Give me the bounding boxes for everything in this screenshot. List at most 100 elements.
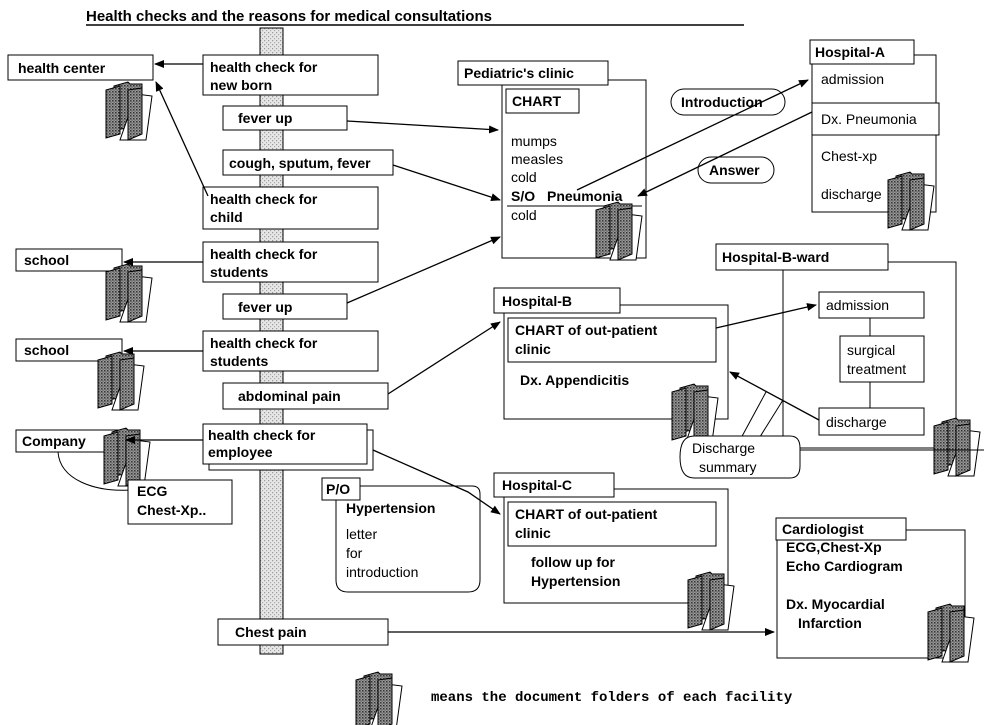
arrow-fever2-to-pediatric [346,236,501,304]
ward-surgical-label: surgical [847,342,895,358]
hospital-c-title-tab: Hospital-C [493,472,615,498]
hospital-b-ward-title: Hospital-B-ward [722,249,829,265]
diagram-title: Health checks and the reasons for medica… [86,8,492,25]
hospital-b-title-tab: Hospital-B [493,287,621,314]
event-abdominal-pain: abdominal pain [222,382,389,410]
hospital-c-chart-box: CHART of out-patient clinic [507,501,717,547]
hospital-c-title: Hospital-C [502,477,572,493]
hospital-b-chart-box: CHART of out-patient clinic [507,317,717,363]
cardiologist-test: Echo Cardiogram [786,558,903,574]
cardiologist-dx: Dx. Myocardial [786,596,885,612]
ward-discharge-label: discharge [826,414,887,430]
event-health-check-newborn: health check for new born [202,54,379,96]
school-label-2: school [24,342,69,358]
pediatric-pneumonia: Pneumonia [547,188,623,204]
hospital-c-follow: follow up for [531,554,616,570]
event-label: Chest pain [235,624,307,640]
hospital-b-dx: Dx. Appendicitis [520,372,629,388]
pediatric-clinic-title-tab: Pediatric's clinic [457,60,609,86]
po-line: letter [346,526,377,542]
folder-icon [355,671,403,725]
pediatric-entry: measles [511,151,563,167]
ward-surgical-label: treatment [847,361,906,377]
hospital-a-discharge: discharge [821,186,882,202]
event-label: fever up [238,110,292,126]
arrow-introduction-to-hospital-a [576,79,809,191]
ward-discharge-box: discharge [818,407,925,436]
po-line: introduction [346,564,418,580]
pediatric-entry-cold: cold [511,207,537,223]
school-label-1: school [24,252,69,268]
hospital-c-chart-label: clinic [515,525,551,541]
arrow-ward-discharge-to-hospital-b [729,371,820,421]
hospital-b-ward-title-tab: Hospital-B-ward [715,243,889,271]
introduction-label: Introduction [681,94,763,110]
event-label: students [210,264,269,280]
hospital-b-chart-label: clinic [515,341,551,357]
answer-bubble: Answer [697,156,775,184]
discharge-summary-connector [757,399,784,441]
event-label: abdominal pain [238,388,341,404]
arrow-answer-to-pediatric [637,111,813,197]
event-label: fever up [238,299,292,315]
event-label: students [210,353,269,369]
school-node-1: school [15,248,123,272]
discharge-summary-connector [739,391,767,441]
event-fever-up-1: fever up [222,105,348,131]
event-label: health check for [210,335,318,351]
hospital-b-chart-label: CHART of out-patient [515,322,658,338]
school-node-2: school [15,338,123,362]
health-center-label: health center [18,60,106,76]
pediatric-entry: mumps [511,133,557,149]
po-hypertension-box: P/O Hypertension letter for introduction [321,477,481,593]
ward-admission-box: admission [818,291,925,319]
arrow-fever-to-pediatric [346,120,499,134]
pediatric-so: S/O [511,188,535,204]
hospital-c-chart-label: CHART of out-patient [515,506,658,522]
hospital-c-follow: Hypertension [531,573,620,589]
hospital-a-admission: admission [821,71,884,87]
event-cough: cough, sputum, fever [222,149,394,176]
event-label: health check for [210,191,318,207]
pediatric-chart-label: CHART [512,93,561,109]
discharge-summary-label: summary [699,459,757,475]
event-health-check-students-2: health check for students [202,330,379,372]
arrow-cough-to-pneumonia [392,164,501,202]
event-health-check-child: health check for child [202,186,379,230]
po-line: for [346,545,363,561]
event-health-check-students-1: health check for students [202,241,379,283]
discharge-summary-label: Discharge [692,440,755,456]
folder-icon [103,427,151,487]
company-tests-box: ECG Chest-Xp.. [127,479,233,525]
introduction-bubble: Introduction [670,88,786,116]
event-chest-pain: Chest pain [217,618,389,646]
hospital-a-title-tab: Hospital-A [809,39,915,65]
ward-admission-label: admission [826,297,889,313]
folder-icon [105,263,153,323]
cardiologist-dx: Infarction [798,615,862,631]
hospital-b-title: Hospital-B [502,293,572,309]
discharge-summary-bubble: Discharge summary [679,435,801,479]
cardiologist-title: Cardiologist [782,521,864,537]
arrow-child-to-health-center [155,81,209,197]
event-health-check-employee: health check for employee [202,423,374,471]
arrow-hospital-b-to-ward [715,303,817,329]
po-tag: P/O [326,481,350,497]
health-center-node: health center [7,54,154,81]
event-fever-up-2: fever up [222,293,348,320]
event-label: employee [208,444,273,460]
po-title: Hypertension [346,500,435,516]
hospital-a-dx-box [811,102,940,136]
company-test-ecg: ECG [137,483,167,499]
cardiologist-test: ECG,Chest-Xp [786,539,882,555]
event-label: child [210,209,243,225]
event-label: cough, sputum, fever [229,155,371,171]
hospital-a-chestxp: Chest-xp [821,148,877,164]
answer-label: Answer [709,162,760,178]
event-label: health check for [210,59,318,75]
folder-icon [933,417,981,477]
ward-surgical-box: surgical treatment [839,335,925,383]
event-label: health check for [208,427,316,443]
company-test-chestxp: Chest-Xp.. [137,502,206,518]
